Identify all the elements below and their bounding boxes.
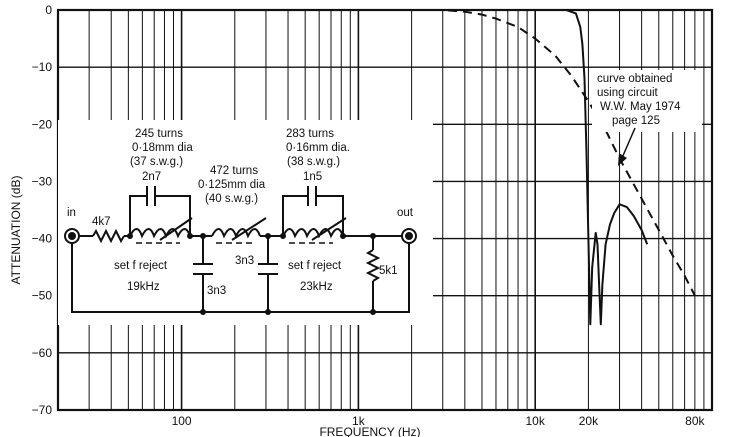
label-out: out: [397, 207, 414, 219]
coil3-line-2: 0·16mm dia.: [286, 142, 350, 154]
coil1-line-1: 245 turns: [135, 128, 183, 140]
coil2-line-1: 472 turns: [210, 165, 258, 177]
y-tick-label: −30: [32, 174, 53, 188]
x-tick-label: 80k: [685, 414, 705, 428]
circuit-diagram: in out 4k7 245 turns 0·18mm dia (37 s.w.…: [58, 120, 433, 325]
coil-2: [211, 228, 261, 239]
label-3n3-b: 3n3: [235, 255, 254, 267]
coil3-line-3: (38 s.w.g.): [287, 156, 340, 168]
label-2n7: 2n7: [142, 171, 161, 183]
x-tick-label: 20k: [579, 414, 599, 428]
reference-curve-line: [58, 9, 696, 297]
y-tick-label: −20: [32, 117, 53, 131]
set1-line-2: 19kHz: [127, 281, 160, 293]
x-tick-label: 1k: [352, 414, 366, 428]
label-4k7: 4k7: [92, 216, 111, 228]
y-tick-label: 0: [45, 3, 52, 17]
y-tick-label: −60: [32, 346, 53, 360]
curve-note-line-2: using circuit: [597, 87, 659, 99]
curve-annotation: curve obtained using circuit W.W. May 19…: [592, 70, 702, 166]
label-1n5: 1n5: [303, 171, 322, 183]
set2-line-2: 23kHz: [300, 281, 333, 293]
curves: [58, 9, 696, 326]
annotation-arrow: [621, 127, 636, 159]
y-tick-label: −10: [32, 60, 53, 74]
annotation-arrowhead: [618, 153, 627, 166]
coil-1: [129, 228, 191, 239]
resistor-5k1: [365, 249, 381, 282]
shunt-capacitor-1: [193, 263, 213, 275]
coil1-line-3: (37 s.w.g.): [130, 156, 183, 168]
capacitor-2n7: [146, 186, 156, 206]
y-axis-label: ATTENUATION (dB): [9, 176, 23, 285]
coil3-line-1: 283 turns: [286, 128, 334, 140]
coil1-line-2: 0·18mm dia: [132, 142, 193, 154]
x-tick-label: 10k: [526, 414, 546, 428]
label-in: in: [67, 207, 76, 219]
label-3n3-a: 3n3: [207, 285, 226, 297]
curve-note-line-1: curve obtained: [597, 73, 672, 85]
coil2-line-3: (40 s.w.g.): [205, 193, 258, 205]
curve-note-line-4: page 125: [612, 115, 660, 127]
shunt-capacitor-2: [258, 263, 278, 275]
y-tick-label: −40: [32, 232, 53, 246]
capacitor-1n5: [307, 186, 317, 206]
x-tick-label: 100: [172, 414, 192, 428]
x-axis-label: FREQUENCY (Hz): [319, 425, 420, 437]
label-5k1: 5k1: [379, 265, 398, 277]
resistor-4k7: [92, 228, 125, 244]
curve-note-line-3: W.W. May 1974: [600, 101, 681, 113]
y-tick-label: −50: [32, 289, 53, 303]
set2-line-1: set f reject: [288, 260, 342, 272]
set1-line-1: set f reject: [114, 260, 168, 272]
filter-response-line: [58, 9, 649, 326]
y-tick-label: −70: [32, 403, 53, 417]
coil2-line-2: 0·125mm dia: [198, 179, 266, 191]
coil-3: [282, 228, 344, 239]
